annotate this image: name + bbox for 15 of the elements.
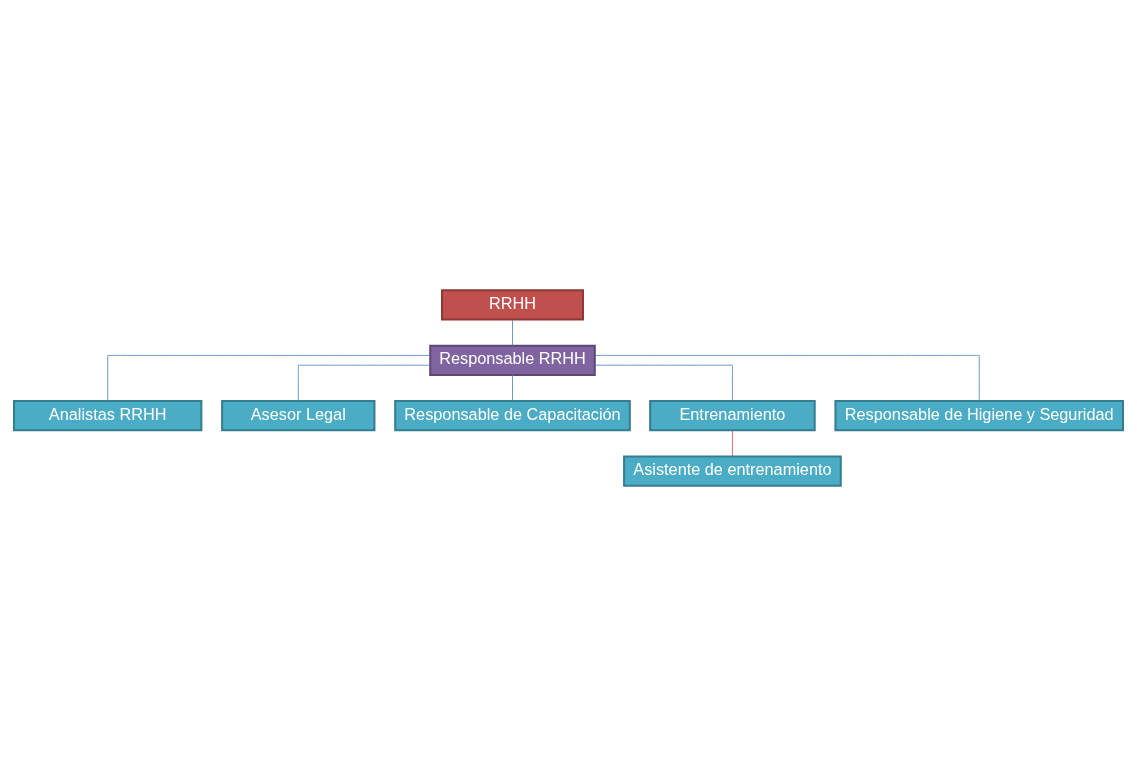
node-box: Entrenamiento	[649, 399, 816, 431]
node-box: Responsable de Higiene y Seguridad	[834, 399, 1124, 431]
node-box: Asistente de entrenamiento	[623, 454, 842, 487]
node-box: Asesor Legal	[221, 399, 376, 431]
connector	[594, 364, 733, 401]
connector	[594, 354, 980, 401]
node-box: Responsable de Capacitación	[394, 399, 631, 431]
connector	[297, 364, 431, 401]
node-box: Responsable RRHH	[429, 344, 596, 376]
node-box: Analistas RRHH	[13, 399, 203, 431]
connector	[107, 354, 431, 401]
connector	[512, 374, 513, 401]
connector	[512, 318, 513, 346]
node-box: RRHH	[441, 288, 584, 321]
connector	[732, 429, 733, 457]
